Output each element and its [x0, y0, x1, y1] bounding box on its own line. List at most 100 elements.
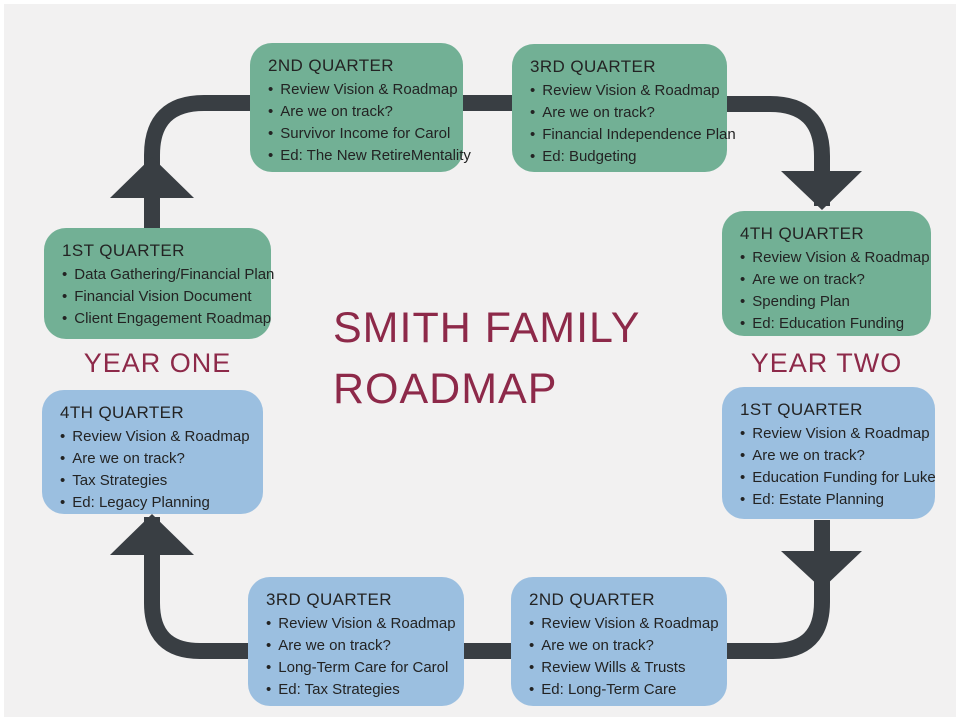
year-one-label: YEAR ONE	[83, 348, 232, 378]
bullet-icon: •	[529, 681, 535, 698]
roadmap-item-text: Review Vision & Roadmap	[752, 425, 930, 442]
roadmap-item: • Data Gathering/Financial Plan	[62, 264, 274, 286]
roadmap-item: • Long-Term Care for Carol	[266, 657, 450, 679]
roadmap-item: •Are we on track?	[268, 101, 449, 123]
roadmap-item-text: Client Engagement Roadmap	[74, 310, 272, 327]
arrowhead-down-bottom-right	[781, 551, 862, 589]
bullet-icon: •	[529, 637, 535, 654]
quarter-box-year1-q3: 3RD QUARTER • Review Vision & Roadmap • Ar…	[512, 44, 736, 172]
roadmap-item-text: Ed: Tax Strategies	[278, 681, 400, 698]
bullet-icon: •	[266, 637, 272, 654]
flow-connectors	[110, 95, 862, 659]
roadmap-item: •Review Vision & Roadmap	[740, 423, 930, 445]
roadmap-item-text: Review Vision & Roadmap	[542, 82, 720, 99]
roadmap-item-text: Review Vision & Roadmap	[280, 81, 458, 98]
roadmap-item: •Are we on track?	[740, 269, 917, 291]
roadmap-item-text: Long-Term Care for Carol	[278, 659, 449, 676]
roadmap-item: •Spending Plan	[740, 291, 917, 313]
quarter-box-title: 2ND QUARTER	[268, 56, 394, 75]
roadmap-item-text: Are we on track?	[542, 104, 655, 121]
roadmap-item-text: Ed: Education Funding	[752, 315, 905, 332]
roadmap-item-text: Are we on track?	[541, 637, 654, 654]
arrowhead-down-top-right	[781, 171, 862, 210]
roadmap-item-text: Ed: The New RetireMentality	[280, 147, 471, 164]
roadmap-item-text: Tax Strategies	[72, 472, 168, 489]
roadmap-item: •Review Vision & Roadmap	[60, 426, 250, 448]
page-title: SMITH FAMILY ROADMAP	[333, 298, 640, 420]
bullet-icon: •	[268, 81, 274, 98]
bullet-icon: •	[266, 659, 272, 676]
roadmap-item: • Ed: Tax Strategies	[266, 679, 450, 701]
roadmap-item: •Ed: Budgeting	[530, 146, 713, 168]
bullet-icon: •	[268, 125, 274, 142]
page-title-line2: ROADMAP	[333, 365, 558, 413]
quarter-box-year2-q2: 2ND QUARTER •Review Vision & Roadmap •Ar…	[511, 577, 727, 706]
roadmap-item: • Review Vision & Roadmap	[530, 80, 720, 102]
bullet-icon: •	[62, 310, 68, 327]
year-two-label: YEAR TWO	[750, 348, 903, 378]
roadmap-item-text: Review Vision & Roadmap	[72, 428, 250, 445]
quarter-box-year2-q1: 1ST QUARTER •Review Vision & Roadmap •Ar…	[722, 387, 936, 519]
bullet-icon: •	[60, 472, 66, 489]
connector-y2q3-to-y2q4	[144, 517, 248, 659]
bullet-icon: •	[266, 615, 272, 632]
quarter-box-year1-q1: 1ST QUARTER • Data Gathering/Financial Pl…	[44, 228, 274, 339]
roadmap-item: • Tax Strategies	[60, 470, 249, 492]
page-title-line1: SMITH FAMILY	[333, 304, 641, 352]
bullet-icon: •	[62, 266, 68, 283]
roadmap-item-text: Ed: Long-Term Care	[541, 681, 677, 698]
quarter-box-year1-q2: 2ND QUARTER •Review Vision & Roadmap •Ar…	[250, 43, 471, 172]
roadmap-item-text: Financial Independence Plan	[542, 126, 736, 143]
quarter-box-title: 4TH QUARTER	[740, 224, 865, 243]
roadmap-item: • Survivor Income for Carol	[268, 123, 451, 145]
roadmap-item-text: Are we on track?	[278, 637, 391, 654]
roadmap-item: •Review Vision & Roadmap	[529, 613, 719, 635]
roadmap-item-text: Review Vision & Roadmap	[752, 249, 930, 266]
roadmap-item-text: Education Funding for Luke	[752, 469, 936, 486]
quarter-box-title: 3RD QUARTER	[266, 590, 392, 609]
bullet-icon: •	[740, 293, 746, 310]
bullet-icon: •	[740, 447, 746, 464]
roadmap-item-text: Financial Vision Document	[74, 288, 252, 305]
roadmap-item-text: Review Vision & Roadmap	[541, 615, 719, 632]
roadmap-item: • Review Wills & Trusts	[529, 657, 713, 679]
roadmap-item-text: Review Vision & Roadmap	[278, 615, 456, 632]
bullet-icon: •	[740, 271, 746, 288]
quarter-box-year2-q3: 3RD QUARTER • Review Vision & Roadmap • Ar…	[248, 577, 464, 706]
roadmap-item-text: Ed: Legacy Planning	[72, 494, 210, 511]
arrowhead-up-top-left	[110, 157, 194, 198]
bullet-icon: •	[266, 681, 272, 698]
connector-y1q1-to-y1q2	[144, 95, 250, 230]
roadmap-item: • Client Engagement Roadmap	[62, 308, 271, 330]
roadmap-item: • Ed: Education Funding	[740, 313, 917, 335]
arrowhead-up-bottom-left	[110, 514, 194, 555]
quarter-box-year1-q4: 4TH QUARTER • Review Vision & Roadmap •Ar…	[722, 211, 931, 336]
connector-y2q1-to-y2q2	[727, 520, 830, 659]
bullet-icon: •	[62, 288, 68, 305]
quarter-box-title: 3RD QUARTER	[530, 57, 656, 76]
quarter-box-year2-q4: 4TH QUARTER •Review Vision & Roadmap •Ar…	[42, 390, 263, 514]
roadmap-item: • Are we on track?	[266, 635, 450, 657]
roadmap-item-text: Survivor Income for Carol	[280, 125, 451, 142]
bullet-icon: •	[740, 491, 746, 508]
roadmap-item-text: Review Wills & Trusts	[541, 659, 686, 676]
quarter-box-title: 2ND QUARTER	[529, 590, 655, 609]
bullet-icon: •	[529, 659, 535, 676]
roadmap-item: • Review Vision & Roadmap	[266, 613, 456, 635]
bullet-icon: •	[530, 82, 536, 99]
bullet-icon: •	[268, 147, 274, 164]
roadmap-item-text: Ed: Budgeting	[542, 148, 637, 165]
connector-y1q3-to-y1q4	[727, 96, 830, 206]
roadmap-item: • Ed: Long-Term Care	[529, 679, 713, 701]
bullet-icon: •	[740, 469, 746, 486]
quarter-box-title: 1ST QUARTER	[62, 241, 185, 260]
bullet-icon: •	[740, 315, 746, 332]
roadmap-item-text: Data Gathering/Financial Plan	[74, 266, 275, 283]
roadmap-item: • Education Funding for Luke	[740, 467, 936, 489]
roadmap-item: •Ed: Legacy Planning	[60, 492, 249, 514]
roadmap-item-text: Are we on track?	[72, 450, 185, 467]
roadmap-item-text: Are we on track?	[280, 103, 393, 120]
roadmap-item: • Are we on track?	[60, 448, 249, 470]
bullet-icon: •	[60, 450, 66, 467]
